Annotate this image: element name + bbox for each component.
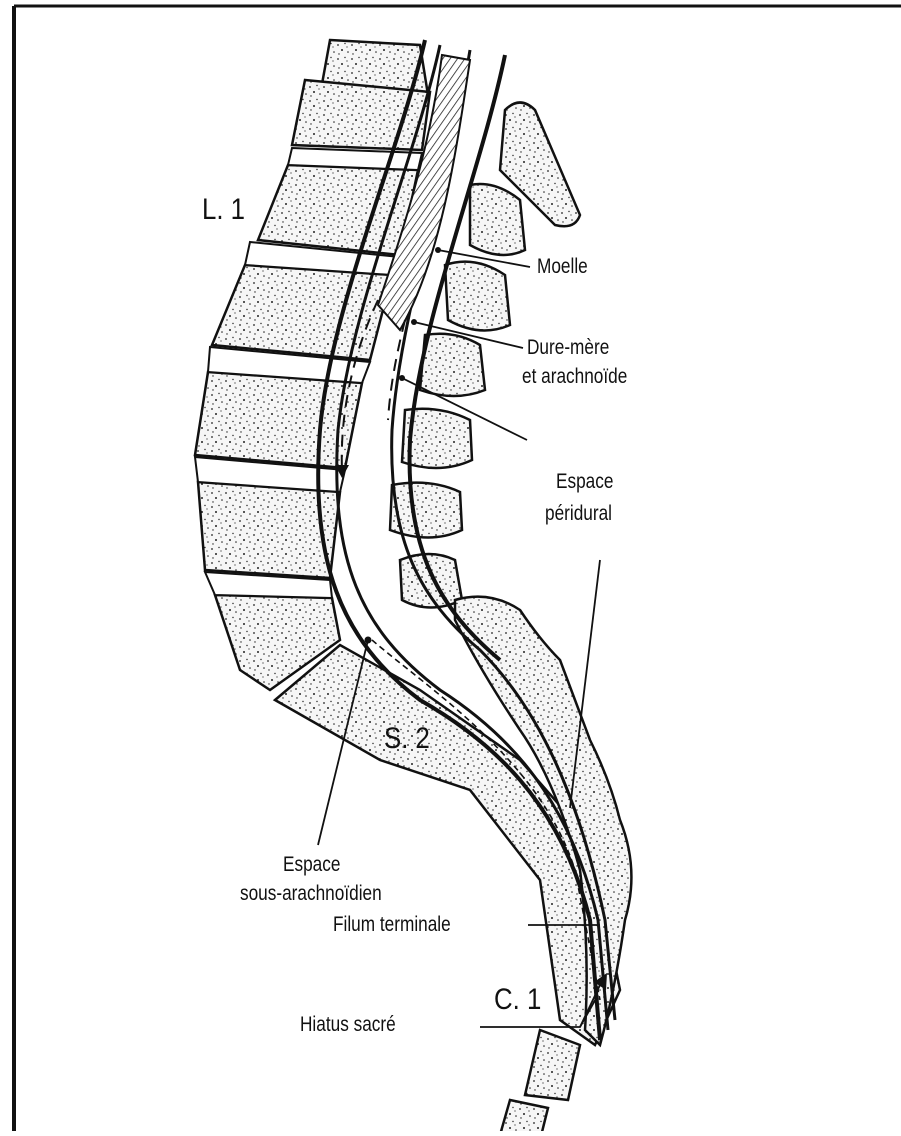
label-espace-sous-arach-line1: Espace bbox=[283, 853, 340, 877]
label-espace-peridural-line2: péridural bbox=[545, 502, 612, 526]
label-moelle: Moelle bbox=[537, 255, 588, 279]
spinous-4 bbox=[420, 334, 485, 396]
label-filum-terminale: Filum terminale bbox=[333, 913, 451, 937]
label-dure-mere-line2: et arachnoïde bbox=[522, 365, 627, 389]
vertebra-l1 bbox=[258, 165, 418, 255]
coccyx-2 bbox=[500, 1100, 548, 1131]
level-label-l1: L. 1 bbox=[202, 193, 245, 228]
spinous-3 bbox=[445, 262, 510, 331]
nerve-root-dashed-2 bbox=[388, 320, 405, 420]
disc-1 bbox=[288, 148, 422, 170]
dot-moelle bbox=[435, 247, 441, 253]
level-label-s2: S. 2 bbox=[384, 722, 430, 757]
vertebra-t12b bbox=[292, 80, 430, 150]
label-espace-sous-arach-line2: sous-arachnoïdien bbox=[240, 882, 382, 906]
label-espace-peridural-line1: Espace bbox=[556, 470, 613, 494]
level-label-c1: C. 1 bbox=[494, 983, 541, 1018]
spinous-2 bbox=[470, 184, 525, 255]
dot-espace-peridural bbox=[399, 375, 405, 381]
coccyx-1 bbox=[525, 1030, 580, 1100]
dot-dure-mere bbox=[411, 319, 417, 325]
dot-sous-arach bbox=[365, 637, 372, 644]
label-dure-mere-line1: Dure-mère bbox=[527, 336, 609, 360]
vertebra-l2 bbox=[212, 265, 392, 360]
label-hiatus-sacre: Hiatus sacré bbox=[300, 1013, 396, 1037]
